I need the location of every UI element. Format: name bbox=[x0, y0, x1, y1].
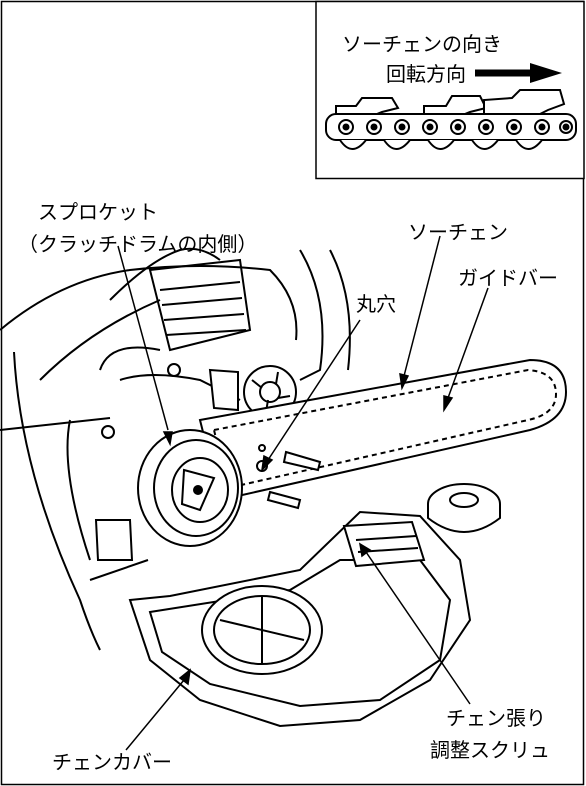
nut-drawing bbox=[427, 483, 501, 533]
leader-lines bbox=[117, 235, 489, 751]
inset-title: ソーチェンの向き bbox=[342, 32, 502, 56]
chain-cover-label: チェンカバー bbox=[52, 750, 172, 774]
guide-bar-label: ガイドバー bbox=[458, 266, 558, 290]
inset-chain-drawing bbox=[325, 89, 577, 150]
sprocket-sub-label: （クラッチドラムの内側） bbox=[18, 232, 258, 256]
rotation-direction-label: 回転方向 bbox=[386, 62, 466, 86]
round-hole-label: 丸穴 bbox=[356, 292, 396, 316]
sprocket-drawing bbox=[137, 429, 243, 547]
bolt-studs-drawing bbox=[266, 450, 322, 510]
rotation-direction-arrow bbox=[475, 63, 562, 83]
chain-tension-label: チェン張り bbox=[446, 706, 546, 730]
chain-tension-sub-label: 調整スクリュ bbox=[430, 738, 550, 762]
sprocket-label: スプロケット bbox=[38, 200, 158, 224]
saw-chain-label: ソーチェン bbox=[408, 220, 508, 244]
saw-body-drawing bbox=[0, 247, 351, 651]
chain-cover-drawing bbox=[128, 510, 472, 728]
